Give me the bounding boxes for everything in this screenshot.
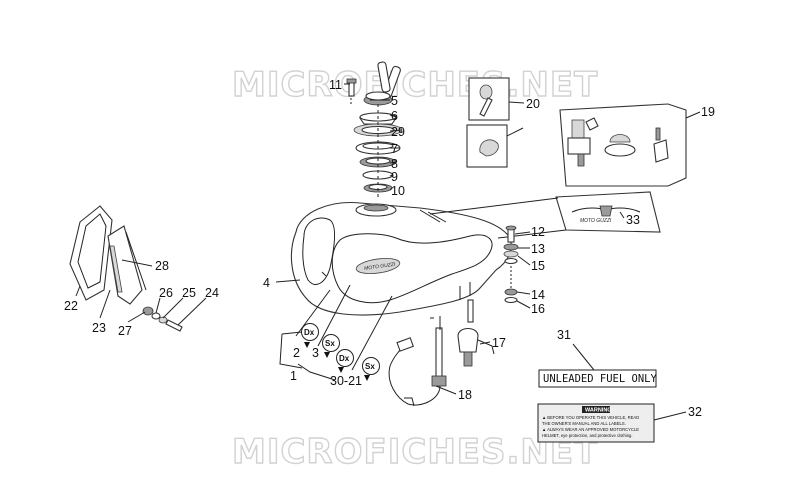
svg-text:Dx: Dx [339,354,350,363]
callout-22: 22 [64,299,78,313]
callout-3: 3 [312,346,319,360]
callout-6: 6 [391,109,398,123]
callout-12: 12 [531,225,545,239]
callout-29: 29 [391,125,405,139]
callout-1: 1 [290,369,297,383]
callout-9: 9 [391,170,398,184]
callout-5: 5 [391,94,398,108]
callouts: 11 5 6 29 7 8 9 10 20 19 33 12 13 15 14 … [64,78,715,419]
warning-line-3: ▲ ALWAYS WEAR AN APPROVED MOTORCYCLE [542,427,639,432]
callout-10: 10 [391,184,405,198]
emblem-detail: MOTO GUZZI [429,191,661,239]
callout-20: 20 [526,97,540,111]
leader-lines [75,83,531,395]
watermark-bottom: MICROFICHES.NET [232,432,598,472]
unleaded-fuel-label: UNLEADED FUEL ONLY [538,343,657,388]
svg-text:Sx: Sx [325,339,335,348]
callout-33: 33 [626,213,640,227]
callout-18: 18 [458,388,472,402]
watermark-top: MICROFICHES.NET [232,65,598,105]
callout-27: 27 [118,324,132,338]
fuel-level-sensor [388,316,447,407]
dx-badge-2: Dx [336,349,354,373]
callout-25: 25 [182,286,196,300]
callout-17: 17 [492,336,506,350]
fuel-cap-assembly [346,61,403,200]
sx-badge-1: Sx [322,334,340,358]
svg-text:Dx: Dx [304,328,315,337]
warning-line-2: THE OWNER'S MANUAL AND ALL LABELS. [542,421,626,426]
warning-label: WARNING ▲ BEFORE YOU OPERATE THIS VEHICL… [537,403,687,443]
callout-30-21: 30-21 [330,374,362,388]
side-panel-hardware [142,306,183,332]
warning-title: WARNING [585,408,612,414]
callout-24: 24 [205,286,219,300]
warning-line-4: HELMET, eye protection, and protective c… [542,433,633,438]
fuel-tap [457,284,495,367]
dx-badge-1: Dx [301,323,319,348]
callout-32: 32 [688,405,702,419]
callout-8: 8 [391,157,398,171]
callout-19: 19 [701,105,715,119]
emblem-text: MOTO GUZZI [580,218,612,224]
sx-badge-2: Sx [362,357,380,381]
tank-logo-text: MOTO GUZZI [364,262,396,272]
unleaded-fuel-label-text: UNLEADED FUEL ONLY [543,373,657,385]
callout-13: 13 [531,242,545,256]
svg-text:Sx: Sx [365,362,375,371]
side-panel-assembly [69,205,147,305]
callout-15: 15 [531,259,545,273]
callout-26: 26 [159,286,173,300]
callout-7: 7 [391,142,398,156]
callout-14: 14 [531,288,545,302]
callout-28: 28 [155,259,169,273]
warning-line-1: ▲ BEFORE YOU OPERATE THIS VEHICLE, READ [542,415,639,420]
callout-11: 11 [329,78,342,92]
callout-31: 31 [557,328,571,342]
mounting-hardware-right [503,225,519,304]
callout-16: 16 [531,302,545,316]
callout-4: 4 [263,276,270,290]
callout-2: 2 [293,346,300,360]
key-detail [466,77,525,168]
fuel-tank: MOTO GUZZI [290,201,512,316]
lock-set [559,103,701,187]
callout-23: 23 [92,321,106,335]
